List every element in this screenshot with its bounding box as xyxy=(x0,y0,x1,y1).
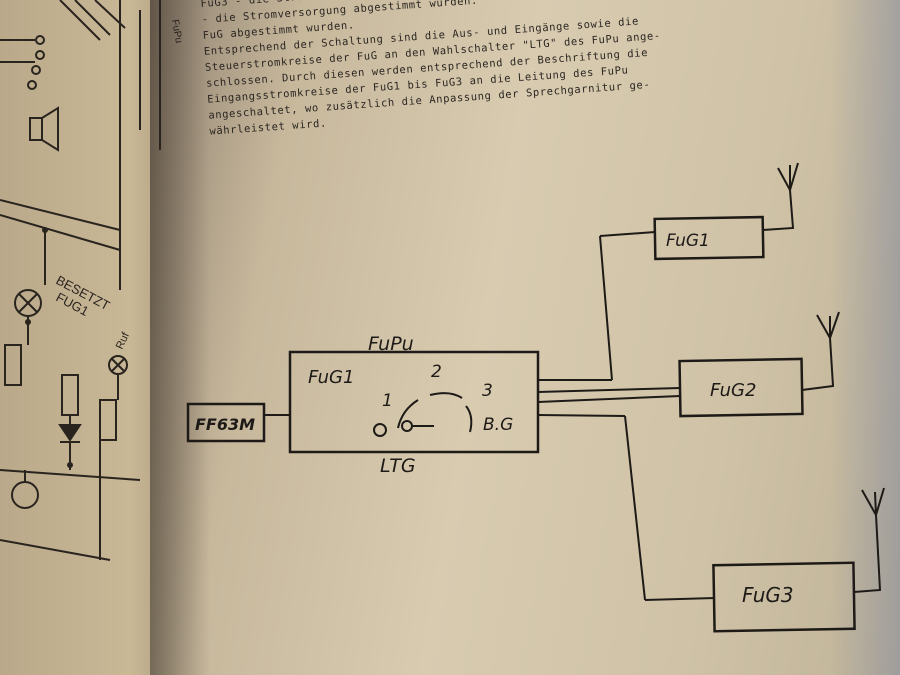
right-page xyxy=(150,0,900,675)
fug3-label: FuG3 xyxy=(742,583,794,607)
left-schematic: BESETZT FUG1 Ruf FuPu xyxy=(0,0,184,561)
fupu-inner-label: FuG1 xyxy=(308,367,354,388)
switch-pos-1: 1 xyxy=(382,391,393,411)
label-fupu-left: FuPu xyxy=(169,19,184,44)
switch-pos-2: 2 xyxy=(431,362,442,382)
fug1-label: FuG1 xyxy=(666,231,710,251)
antenna-fug3 xyxy=(853,487,885,593)
fupu-title: FuPu xyxy=(368,333,414,355)
switch-pos-3: 3 xyxy=(482,381,493,401)
switch-bg-label: B.G xyxy=(483,415,513,435)
ff63m-box xyxy=(186,402,266,443)
fug2-box xyxy=(678,357,804,418)
fug3-box xyxy=(712,561,856,633)
antenna-fug1 xyxy=(762,162,799,231)
ff63m-label: FF63M xyxy=(195,415,255,434)
fug2-label: FuG2 xyxy=(710,380,756,401)
fug1-box xyxy=(653,215,765,261)
ltg-label: LTG xyxy=(380,455,416,477)
antenna-fug2 xyxy=(801,311,840,391)
